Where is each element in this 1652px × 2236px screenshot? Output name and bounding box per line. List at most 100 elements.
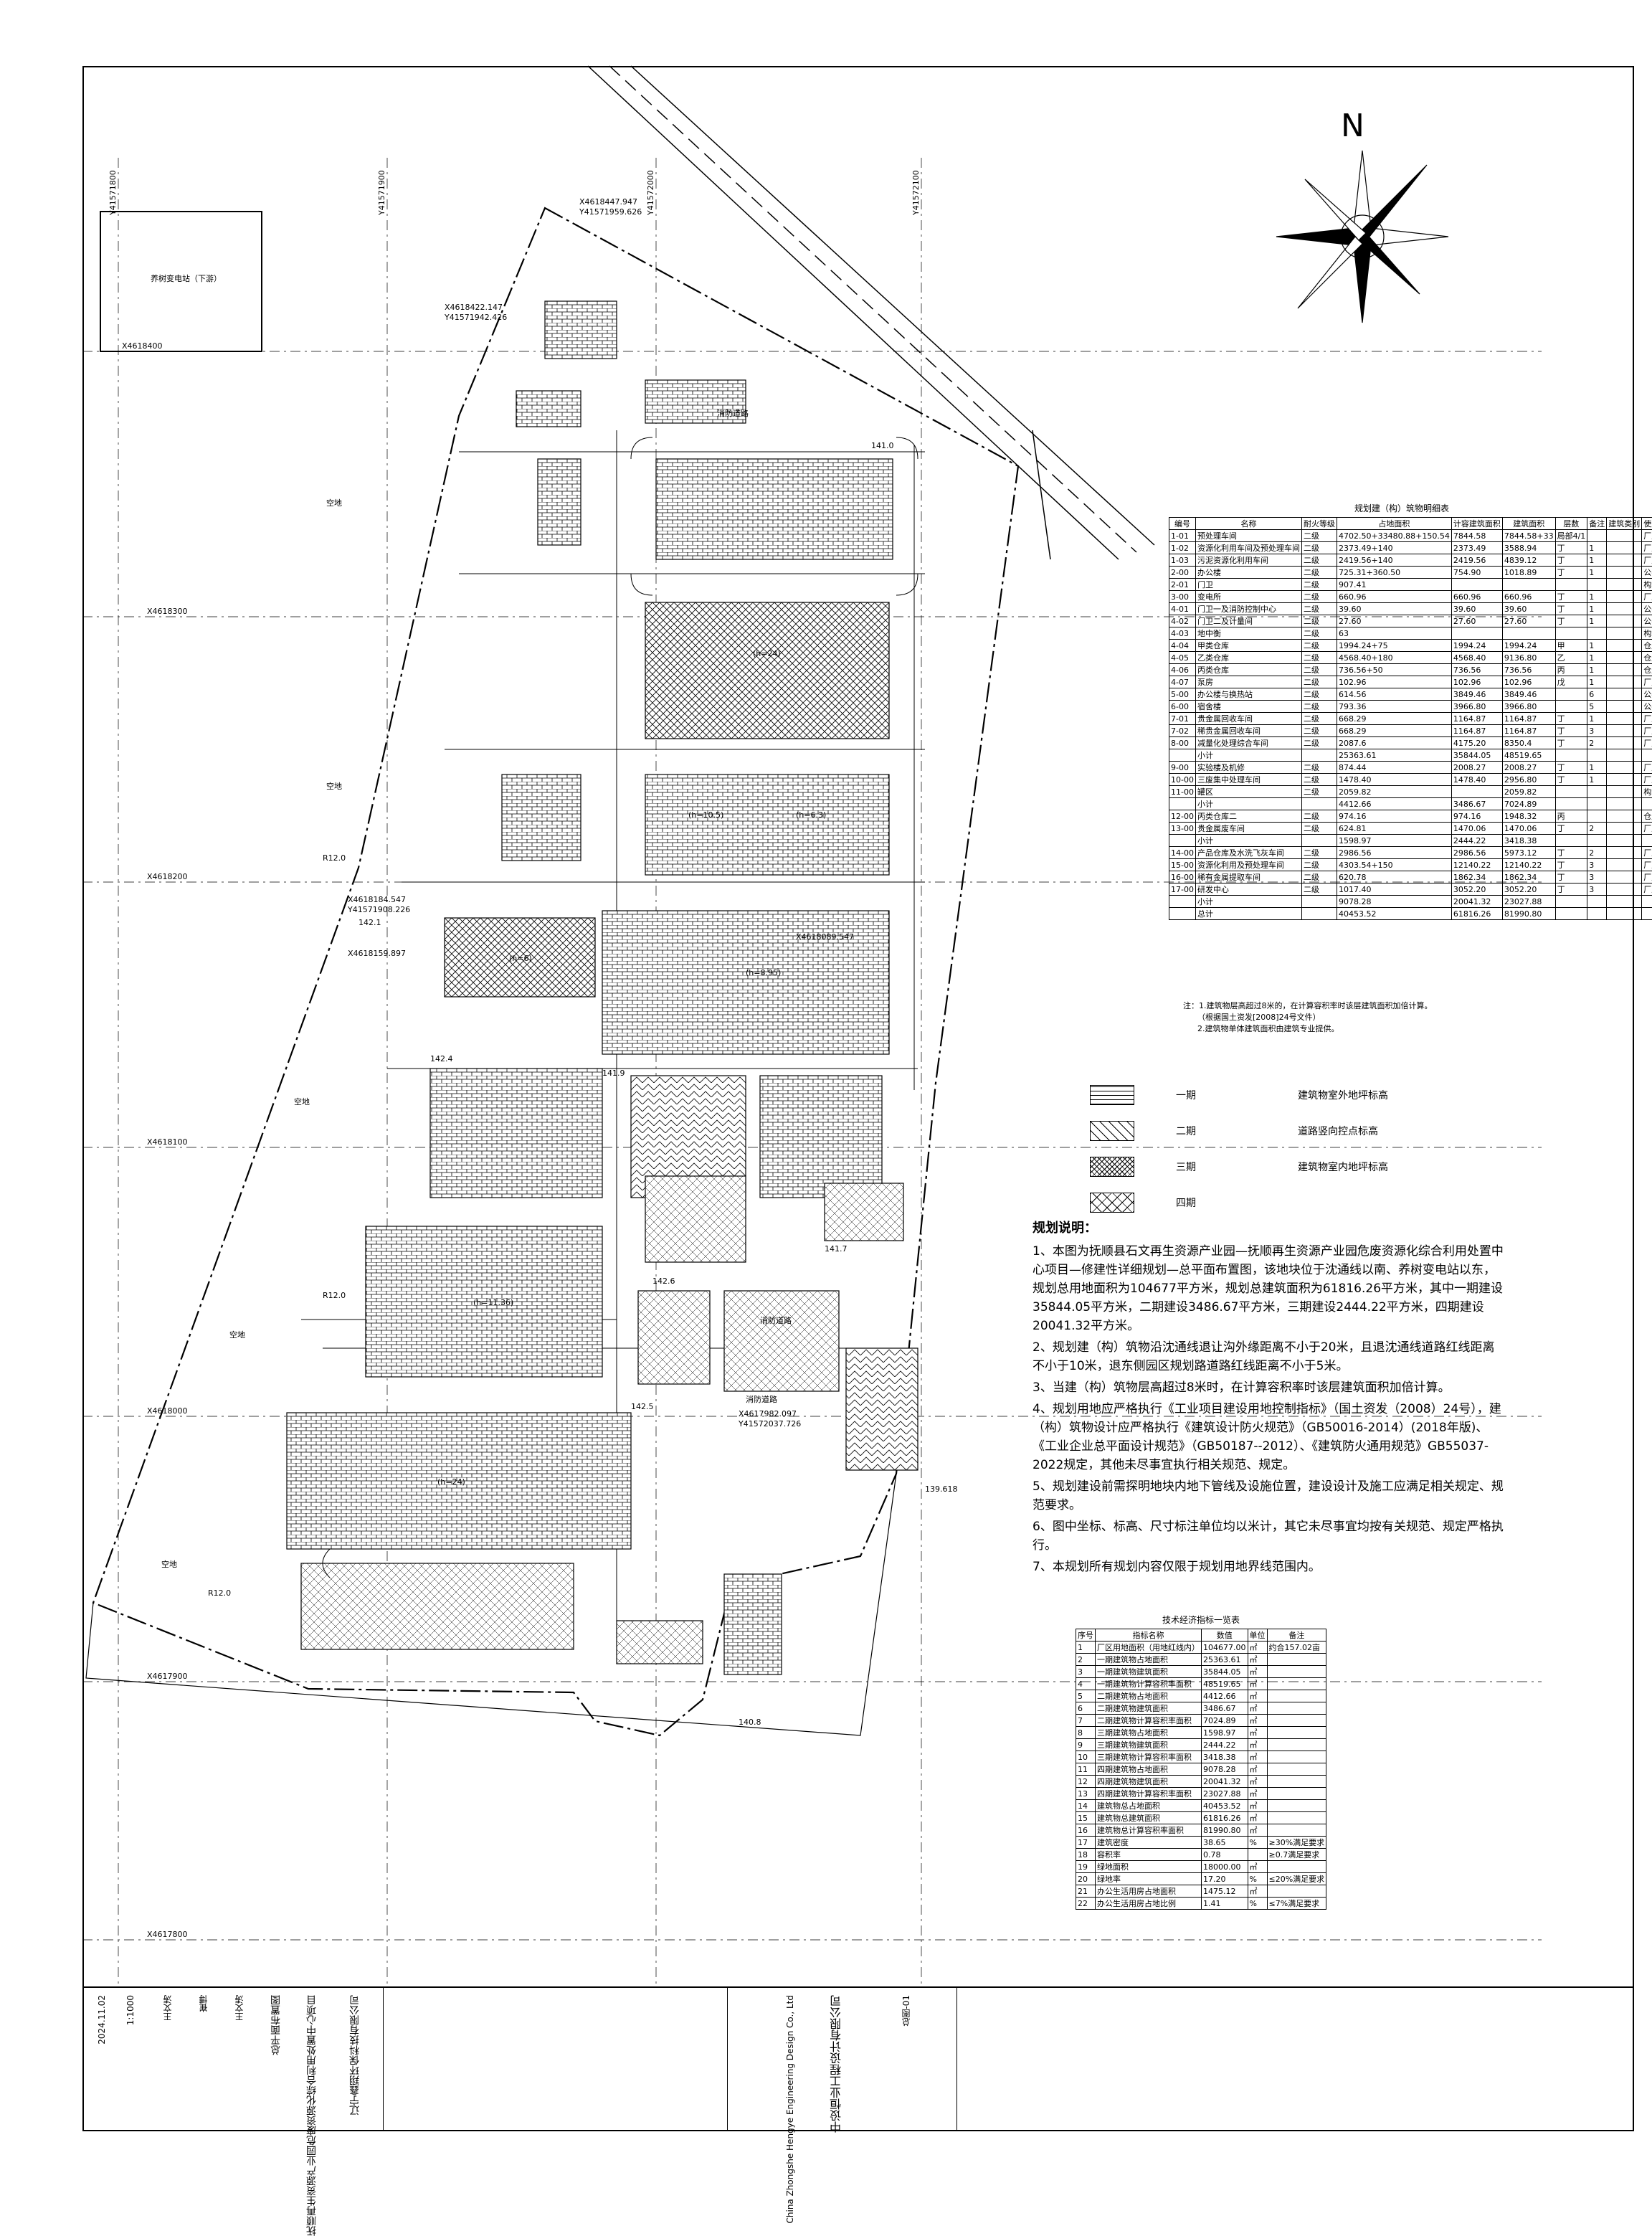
kpi-cell: 二期建筑物占地面积 (1096, 1690, 1202, 1702)
schedule-cell: 二级 (1301, 713, 1337, 725)
schedule-cell: 4-04 (1169, 640, 1196, 652)
schedule-cell (1587, 896, 1607, 908)
schedule-cell: 1994.24+75 (1337, 640, 1451, 652)
coord-mark: X4618089.547 (796, 932, 854, 942)
schedule-cell: 泵房 (1195, 676, 1301, 688)
schedule-cell: 27.60 (1337, 615, 1451, 627)
schedule-cell: 产品仓库及水洗飞灰车间 (1195, 847, 1301, 859)
kpi-cell: 建筑物总占地面积 (1096, 1800, 1202, 1812)
schedule-cell (1502, 627, 1555, 640)
schedule-cell: 39.60 (1337, 603, 1451, 615)
road-label: 消防道路 (717, 408, 749, 418)
schedule-cell (1607, 579, 1642, 591)
schedule-cell: 1164.87 (1451, 713, 1502, 725)
schedule-cell: 5973.12 (1502, 847, 1555, 859)
tb-date: 2024.11.02 (97, 1995, 107, 2045)
schedule-notes: 注：1.建筑物层高超过8米的，在计算容积率时该层建筑面积加倍计算。 （根据国土资… (1183, 1000, 1628, 1035)
schedule-cell: 二级 (1301, 810, 1337, 823)
kpi-cell: 四期建筑物计算容积率面积 (1096, 1788, 1202, 1800)
schedule-cell (1607, 591, 1642, 603)
schedule-cell (1607, 823, 1642, 835)
kpi-cell: ㎡ (1248, 1739, 1267, 1751)
schedule-cell: 1-02 (1169, 542, 1196, 554)
kpi-cell: 建筑密度 (1096, 1837, 1202, 1849)
schedule-cell (1607, 859, 1642, 871)
kpi-cell: ㎡ (1248, 1763, 1267, 1776)
schedule-cell: 1994.24 (1502, 640, 1555, 652)
schedule-cell: 厂房 (1642, 542, 1652, 554)
schedule-cell: 丁 (1555, 603, 1587, 615)
legend-row: 三期 建筑物室内地坪标高 (1090, 1151, 1448, 1187)
level-mark: 142.5 (631, 1402, 654, 1411)
kpi-cell: 1 (1076, 1642, 1096, 1654)
schedule-cell (1169, 798, 1196, 810)
kpi-cell (1267, 1666, 1326, 1678)
tb-scale: 1:1000 (125, 1995, 136, 2025)
schedule-cell: 厂房 (1642, 847, 1652, 859)
height-mark: (h=8.95) (746, 968, 781, 977)
height-mark: (h=11.36) (473, 1298, 513, 1307)
kpi-cell: 23027.88 (1202, 1788, 1248, 1800)
schedule-cell: 620.78 (1337, 871, 1451, 883)
kpi-cell: 13 (1076, 1788, 1096, 1800)
schedule-cell: 丁 (1555, 567, 1587, 579)
coord-mark: X4618159.897 (348, 949, 406, 958)
schedule-cell: 二级 (1301, 615, 1337, 627)
kpi-cell: ㎡ (1248, 1678, 1267, 1690)
grid-y-label-2: Y41572000 (646, 170, 655, 216)
schedule-cell: 戊 (1555, 676, 1587, 688)
schedule-cell: 4568.40 (1451, 652, 1502, 664)
schedule-cell: 二级 (1301, 762, 1337, 774)
schedule-cell: 稀贵金属回收车间 (1195, 725, 1301, 737)
schedule-cell: 厂房 (1642, 774, 1652, 786)
planning-note: 7、本规划所有规划内容仅限于规划用地界线范围内。 (1032, 1558, 1506, 1576)
schedule-cell: 公共建筑 (1642, 615, 1652, 627)
schedule-cell: 736.56 (1502, 664, 1555, 676)
grid-x-label-3: X4618100 (147, 1137, 188, 1147)
schedule-cell: 4-05 (1169, 652, 1196, 664)
schedule-cell: 3849.46 (1451, 688, 1502, 701)
schedule-cell: 10-00 (1169, 774, 1196, 786)
kpi-cell: ㎡ (1248, 1861, 1267, 1873)
schedule-cell: 公共建筑 (1642, 701, 1652, 713)
schedule-cell: 小计 (1195, 896, 1301, 908)
schedule-cell: 门卫一及消防控制中心 (1195, 603, 1301, 615)
schedule-cell: 9-00 (1169, 762, 1196, 774)
schedule-cell (1607, 701, 1642, 713)
schedule-cell: 1 (1587, 615, 1607, 627)
schedule-cell (1607, 664, 1642, 676)
label-kongdi-5: 空地 (161, 1559, 177, 1569)
schedule-cell (1555, 688, 1587, 701)
schedule-cell: 3966.80 (1451, 701, 1502, 713)
schedule-title: 规划建（构）筑物明细表 (1169, 502, 1635, 514)
kpi-cell: ㎡ (1248, 1654, 1267, 1666)
schedule-cell: 4-01 (1169, 603, 1196, 615)
grid-y-label-1: Y41571900 (377, 170, 386, 216)
kpi-cell: 绿地率 (1096, 1873, 1202, 1885)
schedule-note: （根据国土资发[2008]24号文件） (1183, 1012, 1628, 1023)
kpi-cell: 21 (1076, 1885, 1096, 1898)
building-c (645, 774, 889, 875)
schedule-note: 2.建筑物单体建筑面积由建筑专业提供。 (1183, 1023, 1628, 1035)
kpi-header-cell: 备注 (1267, 1629, 1326, 1642)
schedule-cell (1301, 896, 1337, 908)
schedule-cell: 厂房 (1642, 713, 1652, 725)
schedule-cell: 35844.05 (1451, 749, 1502, 762)
kpi-cell (1267, 1800, 1326, 1812)
schedule-cell: 3486.67 (1451, 798, 1502, 810)
schedule-cell: 乙类仓库 (1195, 652, 1301, 664)
grid-x-label-5: X4617900 (147, 1672, 188, 1681)
kpi-cell: 1598.97 (1202, 1727, 1248, 1739)
level-mark: 141.9 (602, 1069, 625, 1078)
kpi-cell: ㎡ (1248, 1702, 1267, 1715)
